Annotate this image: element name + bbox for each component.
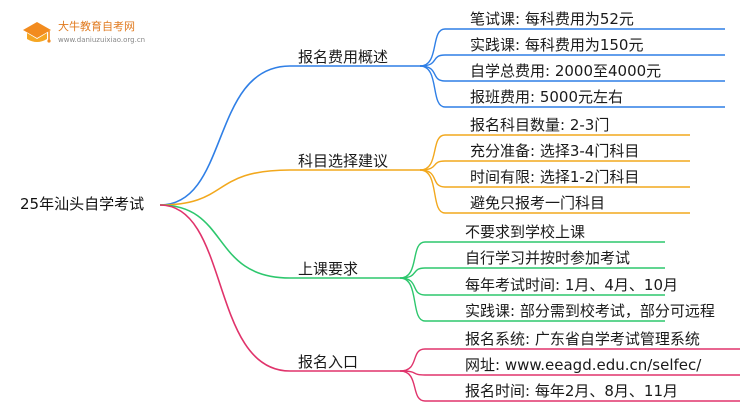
leaf-class-1: 自行学习并按时参加考试	[465, 249, 631, 267]
leaf-connector	[399, 241, 426, 279]
branch-class-requirements: 上课要求	[298, 260, 359, 278]
leaf-connector	[399, 277, 426, 322]
leaf-entry-0: 报名系统: 广东省自学考试管理系统	[465, 330, 700, 348]
root-node: 25年汕头自学考试	[20, 195, 145, 213]
leaf-fee-1: 实践课: 每科费用为150元	[470, 36, 644, 54]
leaf-connector	[419, 65, 446, 108]
leaf-subject-3: 避免只报考一门科目	[470, 194, 606, 212]
leaf-connector	[419, 169, 446, 214]
leaf-entry-2: 报名时间: 每年2月、8月、11月	[465, 382, 678, 400]
leaf-class-2: 每年考试时间: 1月、4月、10月	[465, 276, 678, 294]
leaf-connector	[399, 267, 426, 279]
book-logo-icon	[23, 22, 51, 43]
branch-fee-overview: 报名费用概述	[298, 48, 389, 66]
leaf-connector	[399, 370, 426, 402]
leaf-fee-0: 笔试课: 每科费用为52元	[470, 10, 634, 28]
leaf-connector	[399, 348, 426, 372]
leaf-fee-3: 报班费用: 5000元左右	[470, 88, 623, 106]
branch-connector	[159, 169, 291, 206]
leaf-subject-2: 时间有限: 选择1-2门科目	[470, 168, 640, 186]
leaf-entry-1: 网址: www.eeagd.edu.cn/selfec/	[465, 356, 702, 374]
branch-connector	[159, 65, 291, 206]
branch-connector	[159, 204, 291, 279]
site-logo: 大牛教育自考网 www.daniuzuixiao.org.cn	[20, 14, 160, 50]
leaf-connector	[419, 134, 446, 171]
leaf-connector	[419, 160, 446, 171]
leaf-subject-1: 充分准备: 选择3-4门科目	[470, 142, 640, 160]
leaf-class-3: 实践课: 部分需到校考试，部分可远程	[465, 302, 715, 320]
branch-connector	[159, 204, 291, 372]
branch-registration-entry: 报名入口	[298, 353, 359, 371]
leaf-subject-0: 报名科目数量: 2-3门	[470, 116, 610, 134]
leaf-fee-2: 自学总费用: 2000至4000元	[470, 62, 662, 80]
leaf-connector	[419, 28, 446, 67]
leaf-class-0: 不要求到学校上课	[465, 223, 586, 241]
logo-title: 大牛教育自考网	[58, 20, 135, 33]
logo-url: www.daniuzuixiao.org.cn	[58, 36, 146, 44]
branch-subject-advice: 科目选择建议	[298, 152, 389, 170]
